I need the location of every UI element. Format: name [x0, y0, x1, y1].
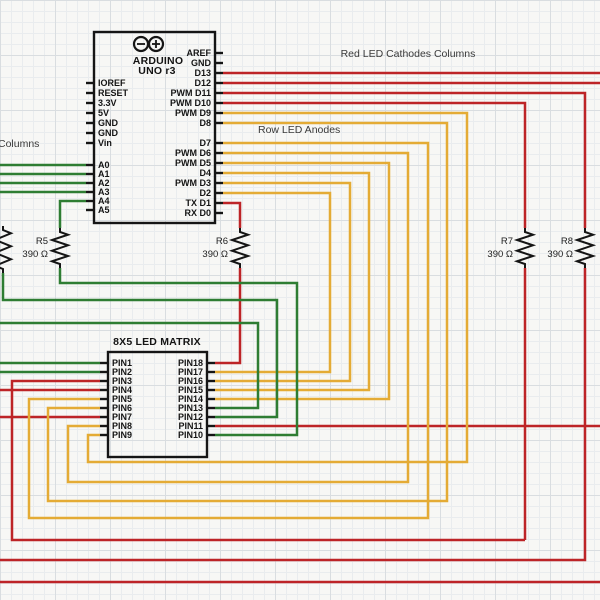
wire-d7-to-pin5 — [27, 141, 430, 520]
matrix-pin-label: PIN12 — [178, 412, 203, 422]
resistor-r6 — [228, 228, 252, 268]
wire-d8-to-pin6 — [46, 121, 449, 503]
arduino-pin-label: RESET — [98, 88, 129, 98]
wire-d3-to-pin16 — [215, 181, 352, 383]
pins-layer: IOREFRESET3.3V5VGNDGNDVinA0A1A2A3A4A5ARE… — [86, 48, 223, 440]
arduino-pin-label: PWM D11 — [170, 88, 211, 98]
matrix-pin-label: PIN15 — [178, 385, 203, 395]
arduino-pin-label: D13 — [194, 68, 211, 78]
matrix-pin-label: PIN11 — [178, 421, 203, 431]
matrix-pin-label: PIN17 — [178, 367, 203, 377]
arduino-pin-label: A4 — [98, 196, 110, 206]
matrix-pin-label: PIN7 — [112, 412, 132, 422]
wire-d4-to-pin15 — [215, 171, 371, 392]
arduino-pin-label: PWM D9 — [175, 108, 211, 118]
wire-d5-to-pin14 — [215, 161, 391, 401]
resistor-r8 — [573, 228, 597, 268]
label-columns-partial: Columns — [0, 138, 39, 150]
arduino-pin-label: AREF — [187, 48, 212, 58]
wires-layer — [0, 71, 600, 584]
arduino-pin-label: A5 — [98, 205, 110, 215]
matrix-pin-label: PIN13 — [178, 403, 203, 413]
arduino-pin-label: D8 — [199, 118, 211, 128]
matrix-body — [106, 350, 209, 459]
matrix-pin-label: PIN18 — [178, 358, 203, 368]
arduino-pin-label: GND — [98, 128, 119, 138]
wire-pin3-to-r7 — [10, 379, 525, 542]
arduino-pin-label: 3.3V — [98, 98, 117, 108]
matrix-pin-label: PIN1 — [112, 358, 132, 368]
resistor-name-label: R8 — [561, 236, 573, 247]
wire-d11-to-r8 — [223, 91, 587, 228]
matrix-pin-label: PIN3 — [112, 376, 132, 386]
arduino-pin-label: GND — [98, 118, 119, 128]
arduino-pin-label: PWM D10 — [170, 98, 211, 108]
resistor-partial — [0, 226, 14, 273]
arduino-pin-label: D4 — [199, 168, 211, 178]
wire-d1-to-r6 — [223, 201, 242, 228]
arduino-pin-label: PWM D6 — [175, 148, 211, 158]
arduino-pin-label: A1 — [98, 169, 110, 179]
arduino-pin-label: D12 — [194, 78, 211, 88]
wire-d6-to-pin8 — [66, 151, 410, 484]
arduino-title: ARDUINO — [133, 55, 183, 67]
resistor-r7 — [513, 228, 537, 268]
arduino-pin-label: A3 — [98, 187, 110, 197]
arduino-pin-label: D7 — [199, 138, 211, 148]
matrix-pin-label: PIN4 — [112, 385, 132, 395]
arduino-pin-label: A0 — [98, 160, 110, 170]
resistor-value-label: 390 Ω — [202, 249, 228, 260]
resistor-value-label: 390 Ω — [22, 249, 48, 260]
wire-r5-to-pin10 — [58, 268, 299, 437]
arduino-pin-label: GND — [191, 58, 212, 68]
resistor-name-label: R5 — [36, 236, 48, 247]
wire-d10-to-r7 — [223, 101, 527, 228]
matrix-title: 8X5 LED MATRIX — [113, 336, 201, 348]
resistor-value-label: 390 Ω — [487, 249, 513, 260]
matrix-pin-label: PIN14 — [178, 394, 203, 404]
wire-edge-to-pin13 — [0, 321, 260, 410]
label-row-led-anodes: Row LED Anodes — [258, 124, 340, 136]
resistor-r5 — [48, 228, 72, 268]
label-red-led-cathodes-columns: Red LED Cathodes Columns — [341, 48, 476, 60]
resistor-name-label: R6 — [216, 236, 228, 247]
arduino-pin-label: D2 — [199, 188, 211, 198]
wire-a4-to-r5 — [58, 199, 86, 228]
arduino-pin-label: TX D1 — [185, 198, 211, 208]
wire-r8-to-edge — [0, 268, 587, 562]
matrix-pin-label: PIN6 — [112, 403, 132, 413]
resistor-value-label: 390 Ω — [547, 249, 573, 260]
matrix-pin-label: PIN5 — [112, 394, 132, 404]
arduino-pin-label: PWM D3 — [175, 178, 211, 188]
matrix-pin-label: PIN2 — [112, 367, 132, 377]
arduino-pin-label: A2 — [98, 178, 110, 188]
arduino-subtitle: UNO r3 — [138, 65, 175, 77]
matrix-pin-label: PIN8 — [112, 421, 132, 431]
arduino-pin-label: 5V — [98, 108, 109, 118]
arduino-pin-label: RX D0 — [184, 208, 211, 218]
resistors-layer: R5 390 Ω R6 390 Ω R7 390 Ω R8 390 Ω — [0, 226, 597, 273]
resistor-name-label: R7 — [501, 236, 513, 247]
matrix-pin-label: PIN16 — [178, 376, 203, 386]
annotations-layer: Red LED Cathodes Columns Row LED Anodes … — [0, 48, 475, 150]
wire-rleft-to-pin12 — [1, 273, 279, 419]
matrix-pin-label: PIN9 — [112, 430, 132, 440]
matrix-pin-label: PIN10 — [178, 430, 203, 440]
arduino-pin-label: Vin — [98, 138, 112, 148]
arduino-logo-icon — [132, 35, 165, 53]
wire-d2-to-pin17 — [215, 191, 332, 374]
arduino-body — [92, 30, 217, 225]
arduino-pin-label: PWM D5 — [175, 158, 211, 168]
components-layer: ARDUINO UNO r3 8X5 LED MATRIX IOREFRESET… — [0, 30, 597, 459]
arduino-pin-label: IOREF — [98, 78, 126, 88]
wire-d9-to-pin9 — [86, 111, 469, 464]
